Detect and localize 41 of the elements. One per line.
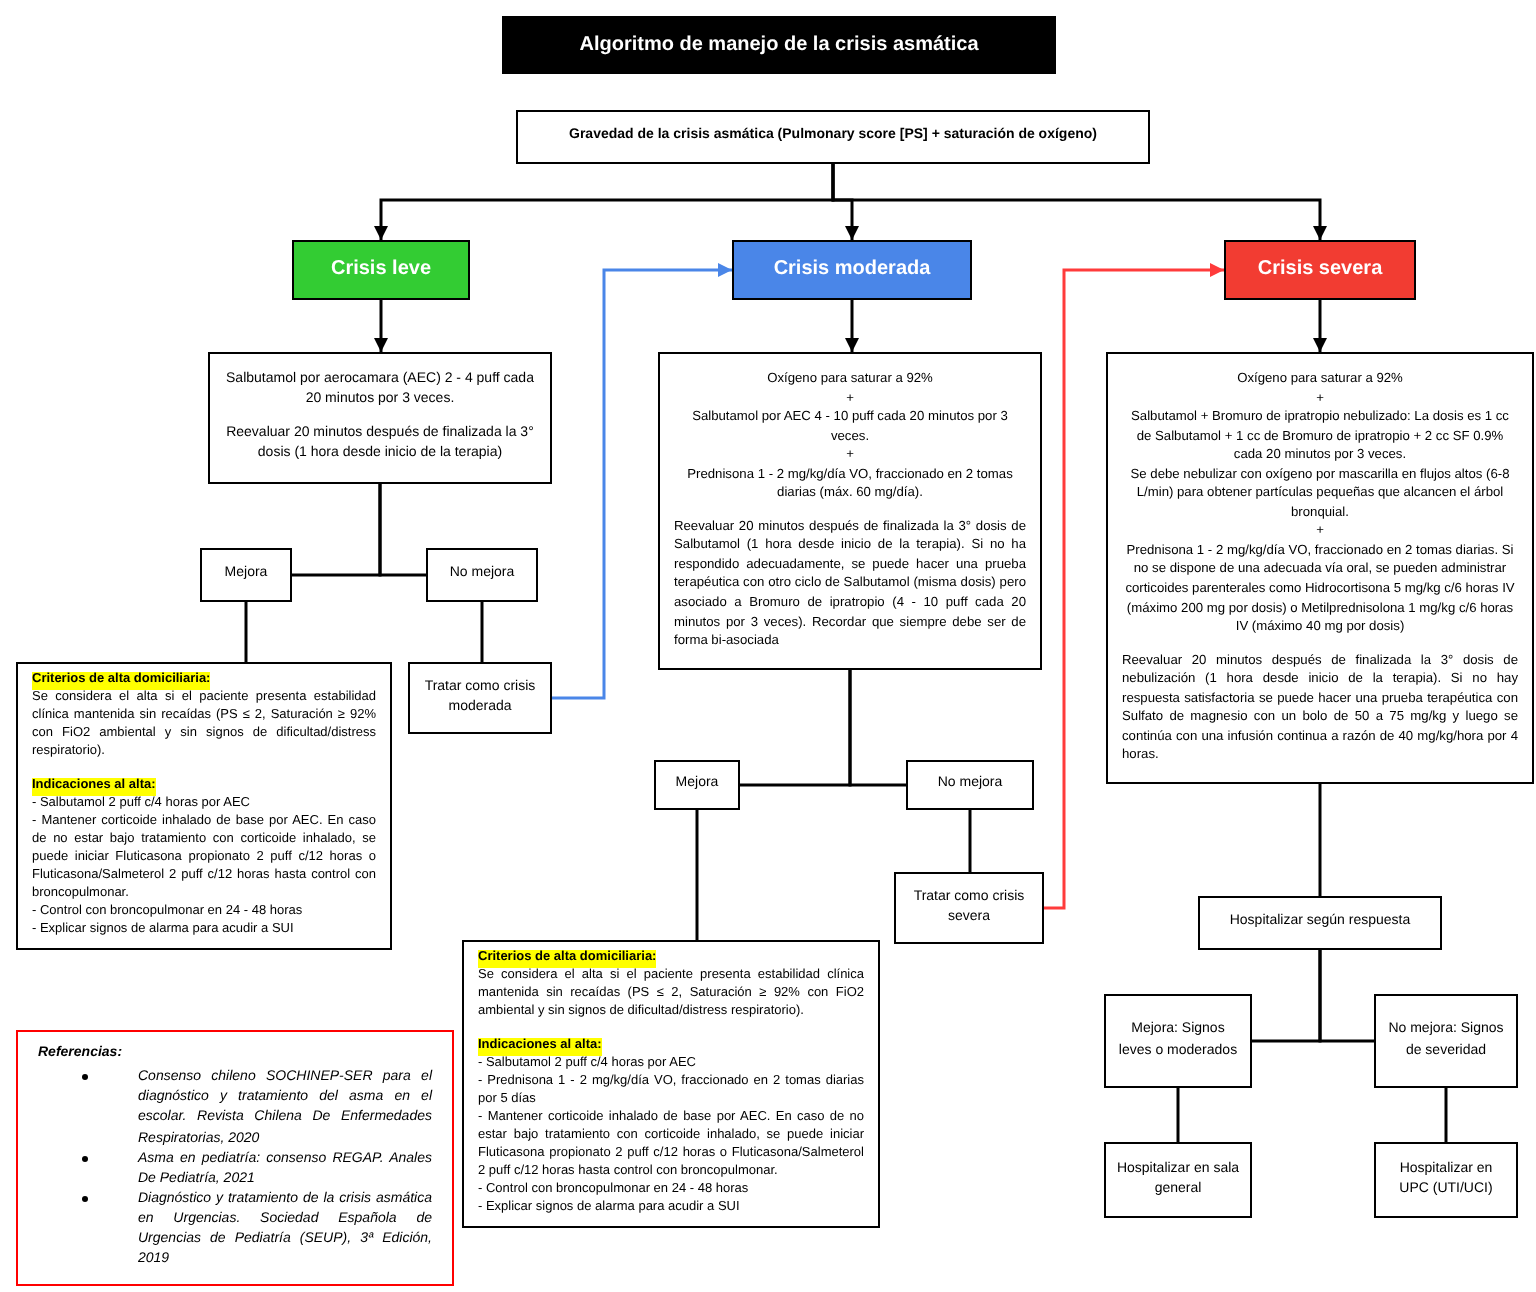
connector-line [244,602,248,662]
title-bar: Algoritmo de manejo de la crisis asmática [502,16,1056,74]
criteria-box [462,940,880,1228]
decision-box [1374,1142,1518,1218]
crisis-label-box [732,240,972,300]
connector-line [1318,783,1322,896]
decision-box [1374,994,1518,1088]
connector-line [1176,1088,1180,1142]
arrow [831,164,1327,240]
arrow [552,263,732,700]
crisis-label-box [1224,240,1416,300]
criteria-box [16,662,392,950]
crisis-label-box [292,240,470,300]
decision-box [408,662,552,734]
decision-box [894,872,1044,944]
connector-line [480,602,484,662]
arrow [1044,263,1224,910]
decision-box [906,760,1034,810]
connector-line [848,669,906,787]
process-box [208,352,552,484]
decision-box [200,548,292,602]
box-text: Crisis leve [330,255,432,284]
severity-box [516,110,1150,164]
process-box [658,352,1042,670]
references-box [16,1030,454,1286]
arrow [845,300,859,352]
decision-box [1198,896,1442,950]
decision-box [1104,994,1252,1088]
connector-line [1444,1088,1448,1142]
decision-box [426,548,538,602]
box-text: Crisis severa [1257,255,1383,284]
connector-line [968,810,972,872]
connector-line [695,810,699,940]
process-box [1106,352,1534,784]
arrow [374,300,388,352]
connector-line [378,483,426,577]
arrow [1313,300,1327,352]
decision-box [654,760,740,810]
connector-line [1318,950,1374,1043]
box-text: Crisis moderada [773,255,931,284]
decision-box [1104,1142,1252,1218]
